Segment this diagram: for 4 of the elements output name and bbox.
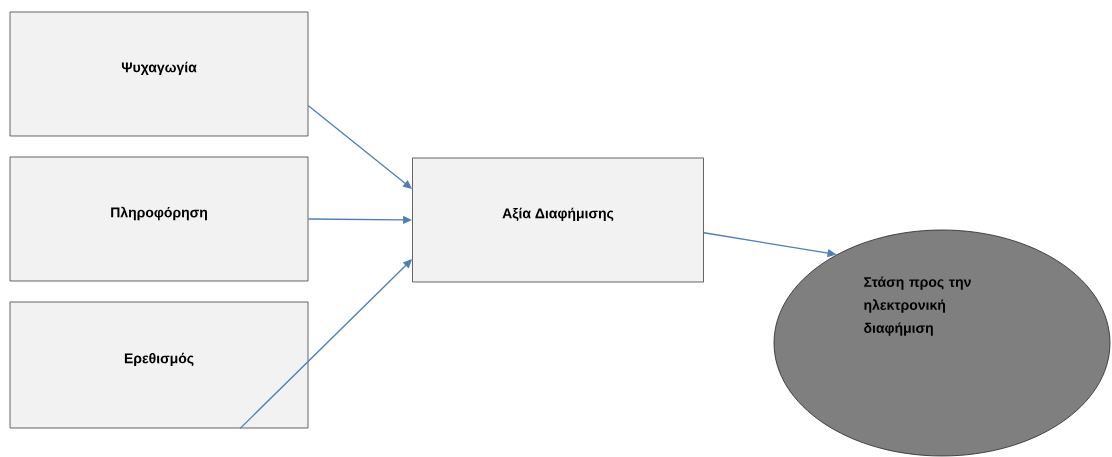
process-box: Αξία Διαφήμισης xyxy=(412,157,704,283)
process-box: Πληροφόρηση xyxy=(9,156,309,282)
process-box: Ερεθισμός xyxy=(9,301,309,429)
process-box: Ψυχαγωγία xyxy=(9,11,309,137)
